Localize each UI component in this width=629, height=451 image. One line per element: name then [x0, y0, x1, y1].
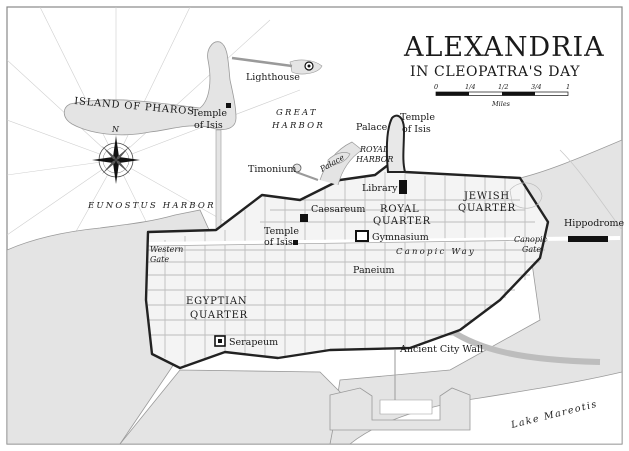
- lighthouse-marker-core: [307, 64, 311, 68]
- city-wall: [144, 160, 550, 370]
- label-temple-isis-pharos-2: of Isis: [194, 120, 223, 131]
- timonium-marker: [292, 163, 302, 173]
- label-royal-harbor-2: HARBOR: [355, 155, 393, 164]
- label-western-gate-2: Gate: [150, 255, 169, 264]
- label-canopic-gate-2: Gate: [522, 245, 541, 254]
- east-shore-curve: [559, 149, 622, 231]
- label-jewish-quarter-2: QUARTER: [458, 203, 516, 214]
- label-caesareum: Caesareum: [311, 204, 365, 215]
- temple-isis-city-marker: [293, 240, 298, 245]
- scale-unit: Miles: [491, 100, 511, 108]
- label-canopic-gate-1: Canopic: [514, 235, 548, 244]
- label-egyptian-quarter-1: EGYPTIAN: [186, 296, 247, 307]
- label-western-gate-1: Western: [150, 245, 183, 254]
- city-area: [146, 162, 548, 368]
- label-serapeum: Serapeum: [229, 337, 278, 348]
- label-royal-harbor-1: ROYAL: [359, 145, 388, 154]
- compass-rose: [92, 136, 140, 184]
- map-title: ALEXANDRIA: [403, 32, 605, 63]
- scale-tick-3: 3/4: [531, 83, 541, 91]
- scale-tick-2: 1/2: [498, 83, 508, 91]
- royal-harbor-mole: [319, 141, 363, 186]
- label-temple-isis-city-1: Temple: [264, 226, 299, 237]
- label-jewish-quarter-1: JEWISH: [463, 191, 510, 202]
- canopic-way-edge: [147, 239, 549, 247]
- island-pharos: [63, 41, 237, 136]
- label-temple-isis-lochias-2: of Isis: [402, 124, 431, 135]
- serapeum-marker-core: [218, 339, 222, 343]
- scale-tick-0: 0: [434, 83, 438, 91]
- timonium-mole: [295, 171, 319, 181]
- label-gymnasium: Gymnasium: [372, 232, 429, 243]
- lochias-promontory: [385, 114, 407, 173]
- harbor-works-south: [329, 387, 471, 431]
- label-eunostus-harbor: EUNOSTUS HARBOR: [87, 201, 216, 211]
- harbor-works-south-inner: [379, 399, 433, 415]
- scale-tick-1: 1/4: [465, 83, 475, 91]
- label-paneium: Paneium: [353, 265, 395, 276]
- label-temple-isis-city-2: of Isis: [264, 237, 293, 248]
- label-timonium: Timonium: [248, 164, 296, 175]
- scale-bar: [435, 91, 569, 96]
- map-subtitle: IN CLEOPATRA'S DAY: [410, 64, 580, 80]
- label-lighthouse: Lighthouse: [246, 72, 300, 83]
- temple-isis-pharos-marker: [226, 103, 231, 108]
- label-temple-isis-pharos-1: Temple: [192, 108, 227, 119]
- compass-north-label: N: [111, 125, 120, 134]
- canal-south: [448, 327, 601, 365]
- gymnasium-marker: [355, 230, 369, 242]
- label-temple-isis-lochias-1: Temple: [400, 112, 435, 123]
- label-egyptian-quarter-2: QUARTER: [190, 310, 248, 321]
- lighthouse-mole: [231, 56, 293, 68]
- caesareum-marker: [300, 214, 308, 222]
- library-marker: [399, 180, 407, 194]
- label-hippodrome: Hippodrome: [564, 218, 625, 229]
- mainland-south: [119, 369, 341, 444]
- hippodrome-marker: [568, 236, 608, 242]
- label-royal-quarter-1: ROYAL: [380, 204, 419, 215]
- heptastadion: [215, 129, 222, 241]
- street-grid: [148, 172, 545, 366]
- label-great-harbor-2: HARBOR: [271, 121, 325, 131]
- palace-islet: [327, 152, 351, 165]
- label-palace: Palace: [356, 122, 388, 133]
- canopic-way: [147, 236, 621, 246]
- label-library: Library: [362, 183, 398, 194]
- label-ancient-city-wall: Ancient City Wall: [399, 344, 483, 355]
- label-royal-quarter-2: QUARTER: [373, 216, 431, 227]
- label-great-harbor-1: GREAT: [276, 108, 318, 118]
- label-canopic-way: Canopic Way: [396, 247, 476, 257]
- scale-tick-4: 1: [566, 83, 570, 91]
